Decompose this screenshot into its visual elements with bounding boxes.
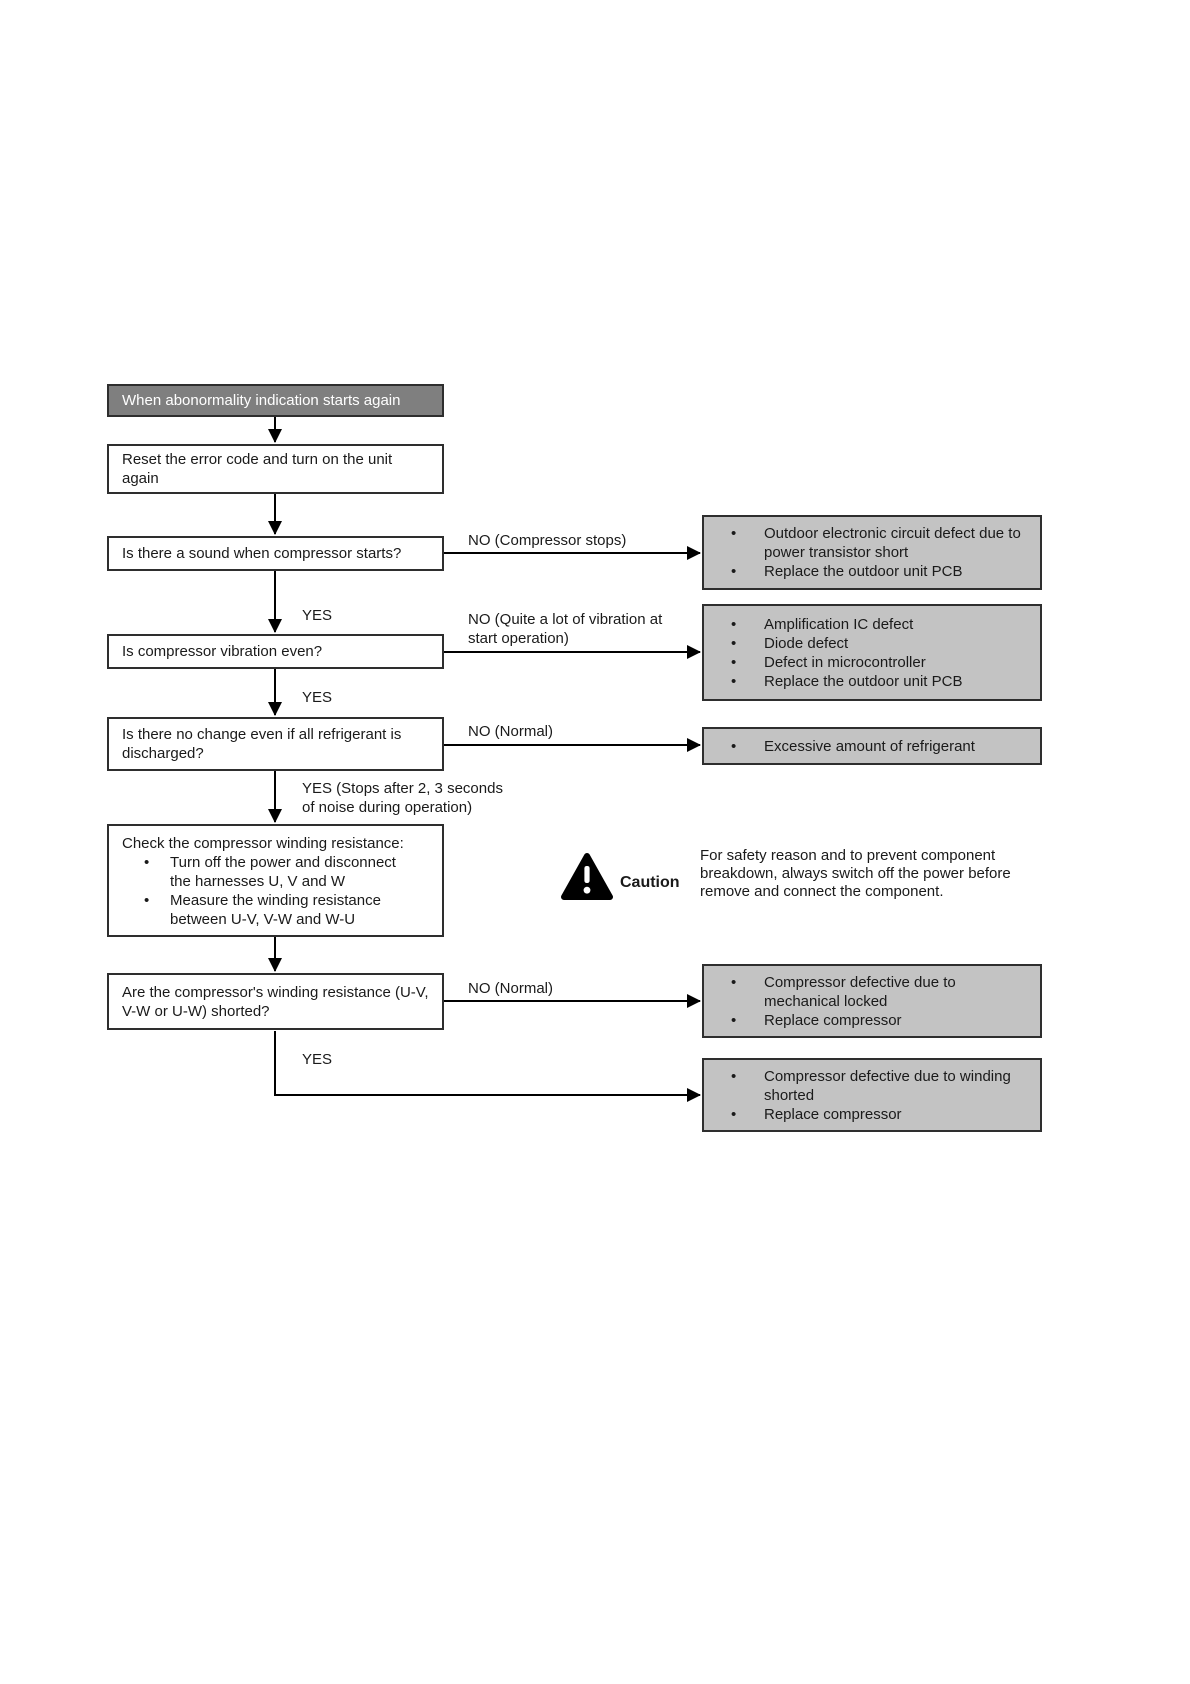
winding-check-list: Turn off the power and disconnect the ha… xyxy=(122,853,429,929)
flow-step-reset: Reset the error code and turn on the uni… xyxy=(107,444,444,494)
edge-label-yes: YES xyxy=(302,607,333,624)
outcome-excess-refrigerant: Excessive amount of refrigerant xyxy=(702,727,1042,765)
outcome-item: Outdoor electronic circuit defect due to… xyxy=(704,524,1040,562)
flow-question-refrigerant: Is there no change even if all refrigera… xyxy=(107,717,444,771)
outcome-ic-diode-micro: Amplification IC defect Diode defect Def… xyxy=(702,604,1042,701)
outcome-item: Compressor defective due to mechanical l… xyxy=(704,973,1040,1011)
flow-question-shorted-label: Are the compressor's winding resistance … xyxy=(122,983,429,1020)
edge-label-no-normal: NO (Normal) xyxy=(468,723,553,740)
outcome-list: Compressor defective due to mechanical l… xyxy=(704,973,1040,1030)
outcome-winding-shorted: Compressor defective due to winding shor… xyxy=(702,1058,1042,1132)
edge-label-no-compressor-stops: NO (Compressor stops) xyxy=(468,532,627,549)
edge-label-no-vibration: NO (Quite a lot of vibration at start op… xyxy=(468,611,663,647)
flow-question-sound: Is there a sound when compressor starts? xyxy=(107,536,444,571)
outcome-list: Amplification IC defect Diode defect Def… xyxy=(704,615,1040,691)
outcome-list: Compressor defective due to winding shor… xyxy=(704,1067,1040,1124)
winding-check-item: Turn off the power and disconnect the ha… xyxy=(122,853,429,891)
flow-question-vibration-label: Is compressor vibration even? xyxy=(122,643,323,660)
edge-label-yes-stops: YES (Stops after 2, 3 seconds of noise d… xyxy=(302,780,503,816)
outcome-list: Outdoor electronic circuit defect due to… xyxy=(704,524,1040,581)
flow-step-reset-label: Reset the error code and turn on the uni… xyxy=(122,451,393,487)
edge-label-no-normal: NO (Normal) xyxy=(468,980,553,997)
caution-text: For safety reason and to prevent compone… xyxy=(700,847,1011,900)
edge-label-yes: YES xyxy=(302,1051,333,1068)
outcome-item: Replace the outdoor unit PCB xyxy=(704,562,1040,581)
outcome-item: Amplification IC defect xyxy=(704,615,1040,634)
winding-check-item: Measure the winding resistance between U… xyxy=(122,891,429,929)
winding-check-title: Check the compressor winding resistance: xyxy=(122,835,404,852)
outcome-item: Replace the outdoor unit PCB xyxy=(704,672,1040,691)
flow-question-refrigerant-label: Is there no change even if all refrigera… xyxy=(122,726,402,762)
outcome-item: Replace compressor xyxy=(704,1105,1040,1124)
flow-start-label: When abonormality indication starts agai… xyxy=(122,392,401,409)
flow-question-shorted: Are the compressor's winding resistance … xyxy=(107,973,444,1030)
edge-shorted-yes xyxy=(274,1031,701,1102)
outcome-item: Compressor defective due to winding shor… xyxy=(704,1067,1040,1105)
outcome-mechanical-locked: Compressor defective due to mechanical l… xyxy=(702,964,1042,1038)
edge-label-yes: YES xyxy=(302,689,333,706)
outcome-item: Defect in microcontroller xyxy=(704,653,1040,672)
flow-start-node: When abonormality indication starts agai… xyxy=(107,384,444,417)
outcome-item: Diode defect xyxy=(704,634,1040,653)
outcome-list: Excessive amount of refrigerant xyxy=(704,737,1040,756)
outcome-item: Replace compressor xyxy=(704,1011,1040,1030)
outcome-item: Excessive amount of refrigerant xyxy=(704,737,1040,756)
flow-question-sound-label: Is there a sound when compressor starts? xyxy=(122,545,402,562)
outcome-pcb-transistor: Outdoor electronic circuit defect due to… xyxy=(702,515,1042,590)
flow-step-winding-check: Check the compressor winding resistance:… xyxy=(107,824,444,937)
caution-title: Caution xyxy=(620,874,680,891)
flow-question-vibration: Is compressor vibration even? xyxy=(107,634,444,669)
caution-icon xyxy=(561,853,613,900)
